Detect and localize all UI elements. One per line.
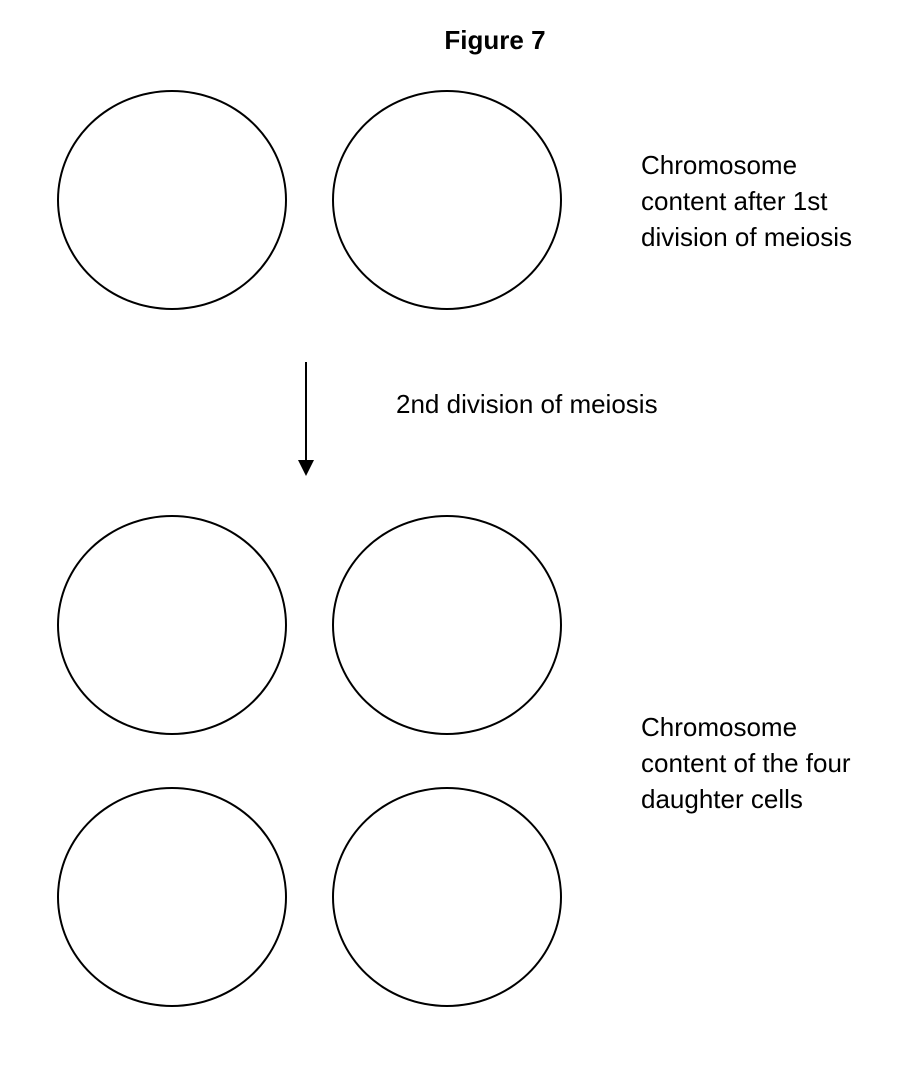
bottom-grid-label: Chromosome content of the four daughter … [641, 712, 851, 814]
daughter-cell-4[interactable] [332, 787, 562, 1007]
cell-after-first-division-right[interactable] [332, 90, 562, 310]
daughter-cell-3[interactable] [57, 787, 287, 1007]
cell-after-first-division-left[interactable] [57, 90, 287, 310]
daughter-cell-1[interactable] [57, 515, 287, 735]
arrow-label: 2nd division of meiosis [396, 389, 658, 419]
daughter-cell-2[interactable] [332, 515, 562, 735]
down-arrow-icon [298, 362, 314, 476]
figure-title: Figure 7 [444, 25, 546, 55]
top-row-label: Chromosome content after 1st division of… [641, 150, 852, 252]
